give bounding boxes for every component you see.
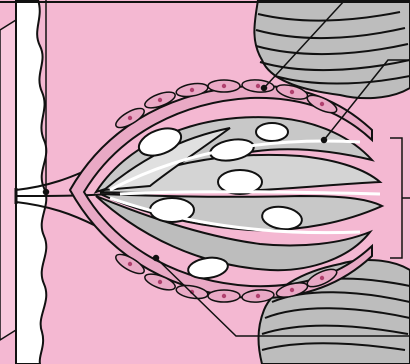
tendon-sheath — [0, 20, 16, 340]
left-wall — [16, 0, 46, 364]
